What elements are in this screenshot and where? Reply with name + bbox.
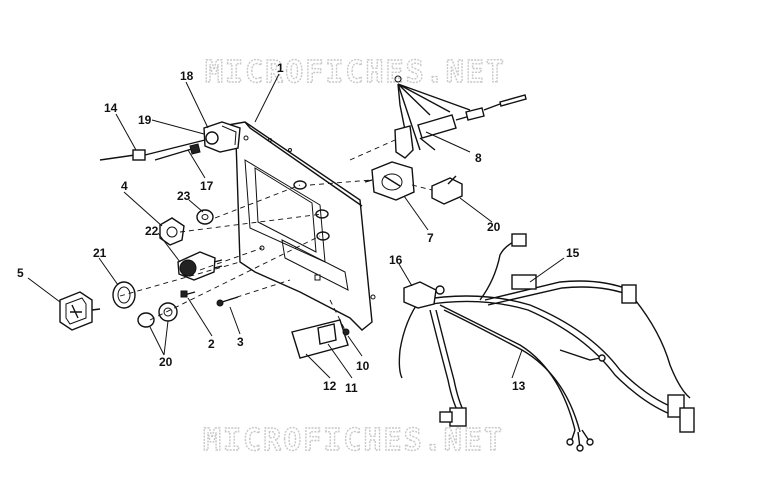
- callout-3: 3: [237, 335, 244, 349]
- watermark-bottom: MICROFICHES.NET: [203, 423, 504, 458]
- callout-4: 4: [121, 179, 128, 193]
- screw-part-3: [216, 296, 239, 307]
- callout-21: 21: [93, 246, 107, 260]
- callout-12: 12: [323, 379, 337, 393]
- callout-7: 7: [427, 231, 434, 245]
- dash-panel-part-1: [226, 121, 376, 331]
- callout-20-left: 20: [159, 355, 173, 369]
- callout-20-right: 20: [487, 220, 501, 234]
- callout-22: 22: [145, 224, 159, 238]
- callout-16: 16: [389, 253, 403, 267]
- callout-15: 15: [566, 246, 580, 260]
- callout-8: 8: [475, 151, 482, 165]
- callout-10: 10: [356, 359, 370, 373]
- callout-labels: 1 2 3 4 5 7 8 10 11 12 13 14 15 16 17 18…: [17, 61, 580, 395]
- callout-23: 23: [177, 189, 191, 203]
- callout-13: 13: [512, 379, 526, 393]
- toggle-switch-part-20: [431, 175, 463, 205]
- callout-14: 14: [104, 101, 118, 115]
- watermark-top: MICROFICHES.NET: [205, 55, 506, 90]
- screw-part-14: [99, 139, 206, 161]
- callout-11: 11: [345, 381, 358, 395]
- key-switch-part-7: [364, 161, 415, 201]
- switch-part-22: [177, 251, 223, 281]
- connector-part-16: [403, 281, 445, 309]
- washer-part-23: [196, 209, 214, 225]
- nut-part-20-left: [137, 302, 178, 328]
- callout-18: 18: [180, 69, 194, 83]
- screw-part-2: [180, 290, 196, 298]
- screw-part-10: [342, 328, 350, 336]
- callout-1: 1: [277, 61, 284, 75]
- bracket-part-18: [203, 121, 241, 153]
- callout-5: 5: [17, 266, 24, 280]
- bracket-part-12: [291, 319, 349, 359]
- callout-2: 2: [208, 337, 215, 351]
- callout-17: 17: [200, 179, 214, 193]
- assembly-guide-lines: [119, 139, 433, 333]
- wiring-harness-part-13: [398, 233, 695, 452]
- leader-lines: [27, 73, 565, 379]
- indicator-light-part-5: [59, 291, 101, 331]
- callout-19: 19: [138, 113, 152, 127]
- nut-part-4: [159, 217, 185, 246]
